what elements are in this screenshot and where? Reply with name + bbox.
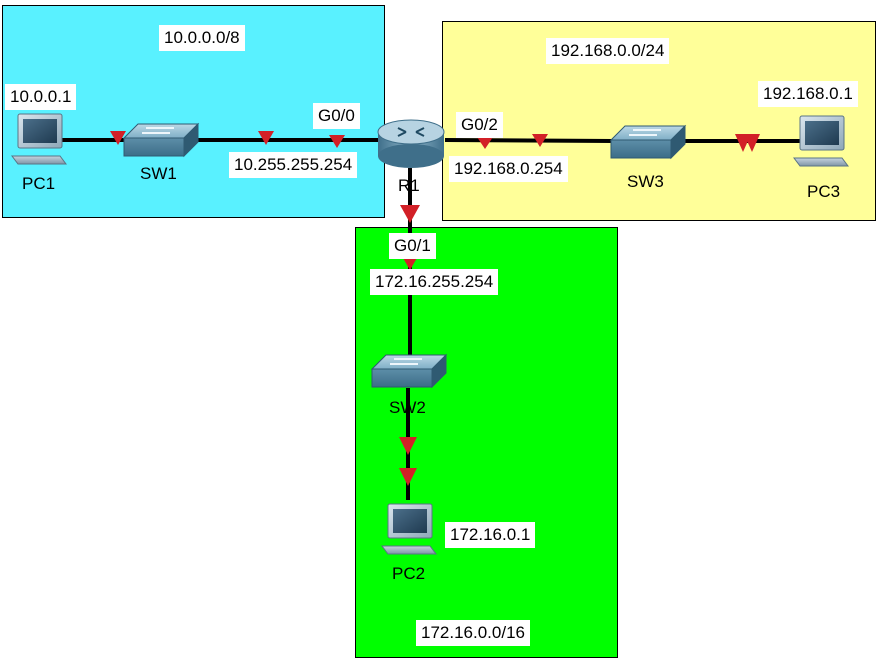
marker-pc2-side [399,468,417,486]
network-label-bottom: 172.16.0.0/16 [416,620,530,646]
pc-icon[interactable] [793,115,849,167]
marker-g01-lower [403,258,417,270]
interface-g02-ip-label: 192.168.0.254 [449,156,568,182]
link-r1-sw3[interactable] [444,138,614,143]
network-label-right: 192.168.0.0/24 [546,38,670,64]
interface-g02-label: G0/2 [456,112,503,138]
pc1-ip-label: 10.0.0.1 [5,84,77,110]
marker-sw1-side [258,131,274,145]
pc-icon[interactable] [11,113,67,165]
pc1-name-label: PC1 [22,174,56,193]
interface-g00-ip-label: 10.255.255.254 [229,152,358,178]
switch-icon[interactable] [609,124,687,160]
router-icon[interactable] [377,119,445,168]
interface-g00-label: G0/0 [313,103,360,129]
marker-pc1-side [110,131,126,145]
pc-icon[interactable] [381,503,437,555]
sw1-name-label: SW1 [140,164,177,183]
link-markers [110,131,760,486]
pc2-name-label: PC2 [392,564,426,583]
switch-icon[interactable] [370,353,448,389]
marker-g01-side [400,205,420,223]
interface-g01-ip-label: 172.16.255.254 [370,269,499,295]
sw3-name-label: SW3 [627,172,664,191]
network-label-left: 10.0.0.0/8 [159,25,245,51]
marker-g02-side [477,137,493,149]
pc3-name-label: PC3 [807,182,841,201]
marker-sw2-side [399,437,417,455]
marker-g00-side [329,135,345,148]
zone-bottom [355,227,618,658]
marker-pc3-b [744,134,760,152]
r1-name-label: R1 [398,176,420,195]
pc3-ip-label: 192.168.0.1 [758,81,858,107]
pc2-ip-label: 172.16.0.1 [445,522,536,548]
switch-icon[interactable] [122,122,200,158]
marker-sw3-left [532,134,548,147]
interface-g01-label: G0/1 [389,233,436,259]
sw2-name-label: SW2 [389,398,426,417]
